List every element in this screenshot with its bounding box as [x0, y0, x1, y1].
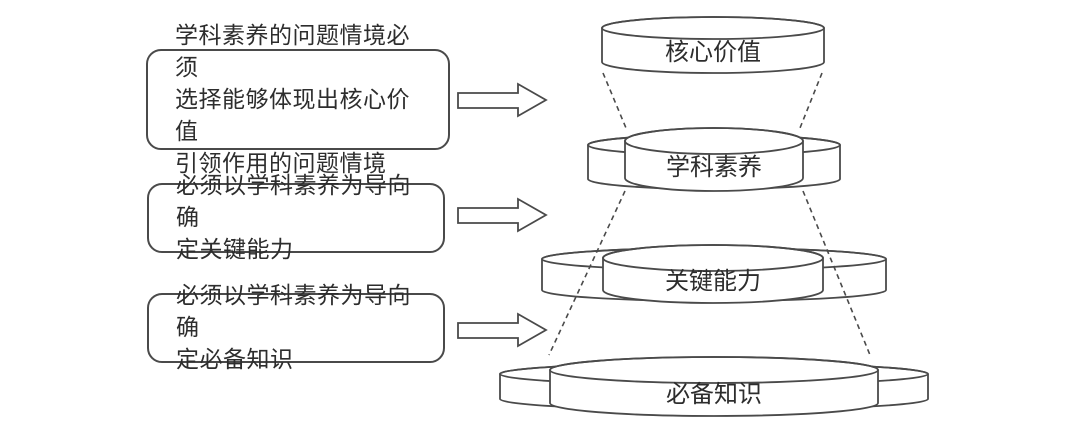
dashed-connector-right-lower	[802, 190, 871, 356]
dashed-connector-left-upper	[602, 72, 627, 129]
level-label-subject-literacy: 学科素养	[666, 154, 762, 181]
right-arrow-icon	[457, 312, 548, 348]
callout-key-abilities-note: 必须以学科素养为导向确 定关键能力	[147, 173, 445, 262]
dashed-connector-left-lower	[548, 190, 626, 356]
cylinder-core-values: 核心价值	[601, 16, 825, 74]
level-label-essential-knowledge: 必备知识	[666, 381, 762, 408]
dashed-connector-right-upper	[799, 72, 823, 129]
callout-line: 选择能够体现出核心价值	[175, 86, 410, 144]
callout-essential-knowledge-note: 必须以学科素养为导向确 定必备知识	[147, 283, 445, 372]
right-arrow-icon	[457, 82, 548, 118]
callout-line: 定关键能力	[176, 237, 294, 262]
callout-line: 必须以学科素养为导向确	[176, 173, 411, 230]
cylinder-essential-knowledge: 必备知识	[549, 356, 879, 417]
right-arrow-icon	[457, 197, 548, 233]
callout-line: 定必备知识	[176, 347, 294, 372]
cylinder-subject-literacy: 学科素养	[624, 127, 804, 192]
level-label-key-abilities: 关键能力	[665, 268, 761, 295]
callout-core-values-note: 学科素养的问题情境必须 选择能够体现出核心价值 引领作用的问题情境	[146, 23, 450, 176]
cylinder-key-abilities: 关键能力	[602, 244, 824, 304]
callout-line: 引领作用的问题情境	[175, 150, 387, 176]
cylinder-top-rim	[601, 16, 825, 40]
callout-line: 必须以学科素养为导向确	[176, 283, 411, 340]
cylinder-top-rim	[602, 244, 824, 272]
level-label-core-values: 核心价值	[665, 39, 761, 66]
cylinder-top-rim	[549, 356, 879, 384]
callout-line: 学科素养的问题情境必须	[175, 22, 410, 80]
cylinder-top-rim	[624, 127, 804, 155]
